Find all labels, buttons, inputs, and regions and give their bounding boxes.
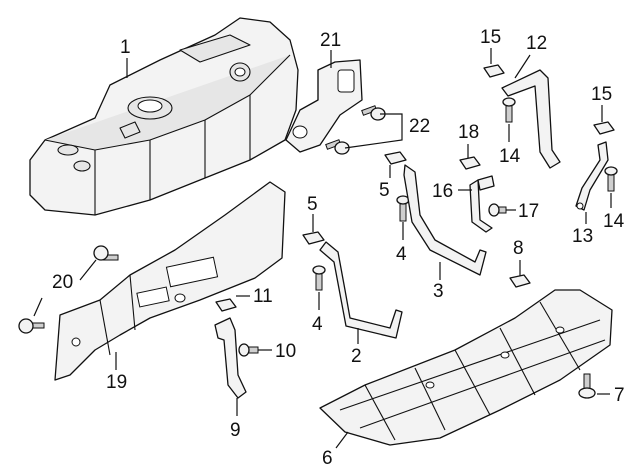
leader-20-upper xyxy=(79,259,97,281)
bolt-20-lower xyxy=(18,318,45,334)
nut-5-right xyxy=(384,151,407,165)
callout-5-left: 5 xyxy=(307,194,318,215)
callout-4-upper: 4 xyxy=(396,244,407,265)
nut-11 xyxy=(215,298,237,312)
bolt-22-upper xyxy=(361,105,386,121)
callout-14-right: 14 xyxy=(603,211,625,232)
nut-5-left xyxy=(302,231,325,245)
tank-strap-2 xyxy=(319,241,403,339)
bolt-14-right xyxy=(604,166,618,192)
heat-shield xyxy=(54,181,286,381)
leader-20-lower xyxy=(33,297,43,317)
callout-13: 13 xyxy=(572,226,593,247)
bracket-9 xyxy=(214,317,247,399)
nut-15-right xyxy=(593,121,615,135)
callout-2: 2 xyxy=(351,346,362,367)
bolt-22-lower xyxy=(325,139,350,155)
callout-1: 1 xyxy=(120,37,131,58)
callout-19: 19 xyxy=(106,372,127,393)
callout-9: 9 xyxy=(230,420,241,441)
callout-11: 11 xyxy=(253,286,273,307)
leader-22 xyxy=(344,113,403,149)
bracket-13 xyxy=(575,141,609,211)
callout-15-right: 15 xyxy=(591,84,612,105)
callout-22: 22 xyxy=(409,116,430,137)
callout-8: 8 xyxy=(513,238,524,259)
bolt-10 xyxy=(238,343,259,357)
leader-lines xyxy=(33,48,612,449)
callout-20: 20 xyxy=(52,272,73,293)
callout-10: 10 xyxy=(275,341,296,362)
skid-plate xyxy=(319,289,613,446)
leader-6 xyxy=(335,431,349,449)
nut-15-upper xyxy=(483,64,505,78)
callout-4-lower: 4 xyxy=(312,314,323,335)
bracket-16 xyxy=(469,175,495,233)
callout-12: 12 xyxy=(526,33,547,54)
bolt-20-upper xyxy=(93,245,119,261)
nut-8 xyxy=(509,274,531,288)
callout-3: 3 xyxy=(433,281,444,302)
callout-21: 21 xyxy=(320,30,341,51)
callout-7: 7 xyxy=(614,385,625,406)
callout-6: 6 xyxy=(322,448,333,469)
leader-12 xyxy=(514,54,531,79)
bolt-14-upper xyxy=(502,97,516,123)
tank-mount-bracket xyxy=(285,59,363,153)
callout-14-upper: 14 xyxy=(499,146,521,167)
bolt-17 xyxy=(488,203,507,217)
bolt-7 xyxy=(578,373,596,399)
callout-15-upper: 15 xyxy=(480,27,501,48)
tank-strap-3 xyxy=(403,164,487,276)
callout-labels: 1 21 22 15 12 15 14 18 5 16 17 13 14 5 4… xyxy=(52,27,625,469)
strap-12 xyxy=(501,69,561,169)
callout-16: 16 xyxy=(432,181,453,202)
fuel-tank xyxy=(29,17,299,216)
nut-18 xyxy=(459,156,481,170)
bolt-4-upper xyxy=(396,195,410,222)
callout-5-right: 5 xyxy=(379,180,390,201)
callout-18: 18 xyxy=(458,122,479,143)
callout-17: 17 xyxy=(518,201,539,222)
bolt-4-lower xyxy=(312,265,326,291)
